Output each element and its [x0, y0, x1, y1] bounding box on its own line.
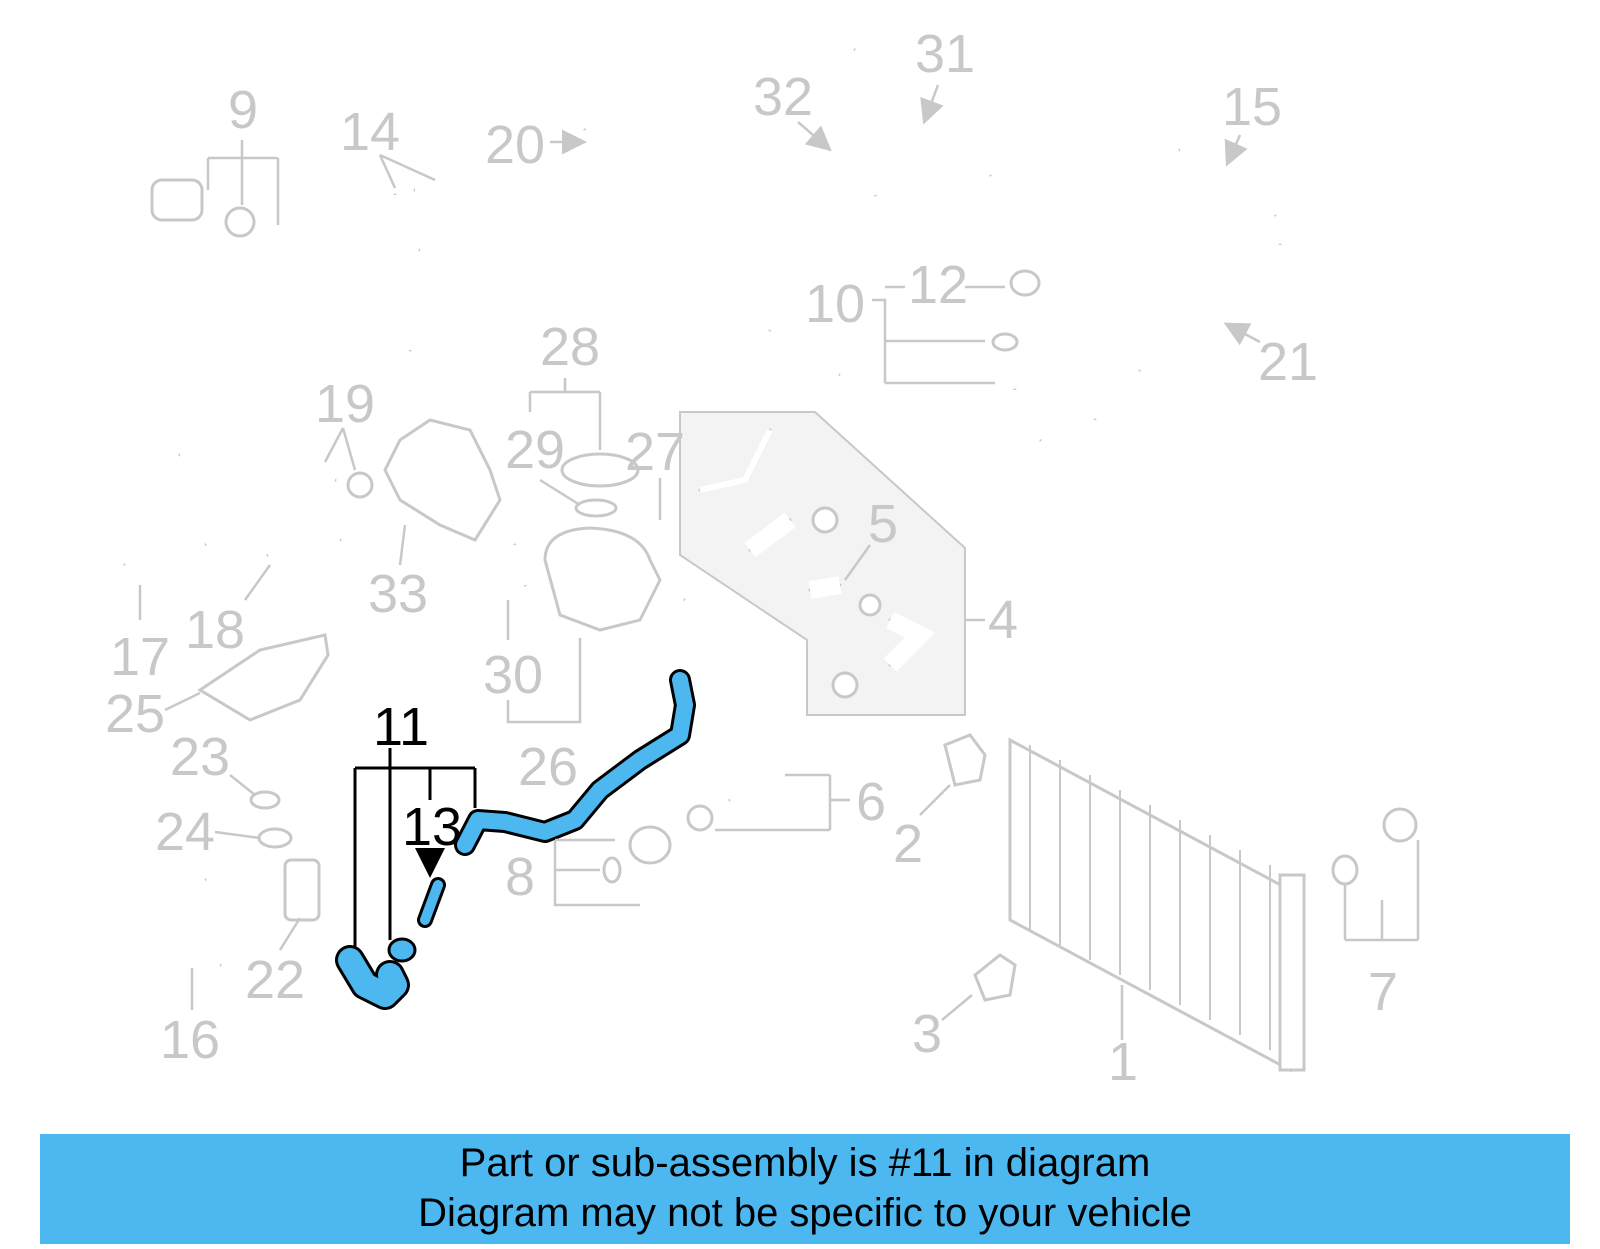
part-16-hose — [147, 874, 222, 971]
callout-15: 15 — [1222, 77, 1282, 137]
callout-29: 29 — [505, 420, 565, 480]
part-23-clamp — [249, 790, 281, 810]
part-31-pipe — [852, 46, 994, 177]
part-9-hose — [150, 178, 465, 330]
callout-11: 11 — [373, 697, 429, 757]
part-32-hose — [828, 146, 879, 197]
callout-31: 31 — [915, 24, 975, 84]
callout-32: 32 — [753, 67, 813, 127]
banner-line-2: Diagram may not be specific to your vehi… — [418, 1191, 1192, 1235]
part-11-hose-highlighted — [335, 669, 696, 1010]
part-19-pipe — [178, 445, 374, 499]
callout-16: 16 — [160, 1010, 220, 1070]
part-4-kit — [679, 411, 966, 716]
callout-labels: 1 2 3 4 5 6 7 8 9 10 11 12 13 14 15 16 1… — [105, 24, 1398, 1092]
part-6-hose — [678, 590, 788, 832]
callout-23: 23 — [170, 727, 230, 787]
part-28-cap — [560, 452, 640, 518]
callout-17: 17 — [110, 627, 170, 687]
part-20-bracket — [582, 128, 794, 332]
callout-19: 19 — [315, 374, 375, 434]
callout-13: 13 — [402, 797, 462, 857]
callout-21: 21 — [1258, 332, 1318, 392]
callout-14: 14 — [340, 102, 400, 162]
callout-4: 4 — [988, 590, 1018, 650]
part-3-mount — [973, 953, 1017, 1002]
leader-lines — [138, 84, 1420, 1040]
part-26-reservoir — [543, 526, 662, 632]
callout-7: 7 — [1368, 962, 1398, 1022]
part-17-hose — [123, 542, 207, 578]
callout-8: 8 — [505, 847, 535, 907]
part-25-shield — [197, 633, 330, 722]
part-10-hose — [833, 364, 1107, 498]
banner-line-1: Part or sub-assembly is #11 in diagram — [459, 1141, 1151, 1185]
callout-2: 2 — [893, 814, 923, 874]
part-24-clamp — [257, 827, 293, 849]
part-2-mount — [943, 733, 987, 787]
part-15-pipe — [1178, 146, 1279, 217]
callout-30: 30 — [483, 645, 543, 705]
part-8-connector — [602, 825, 672, 884]
part-21-pipe — [1136, 243, 1284, 372]
callout-18: 18 — [185, 600, 245, 660]
info-banner: Part or sub-assembly is #11 in diagram D… — [40, 1134, 1570, 1244]
part-14-pipe — [392, 187, 474, 352]
callout-6: 6 — [856, 772, 886, 832]
callout-10: 10 — [805, 274, 865, 334]
part-18-hose — [266, 537, 342, 558]
callout-27: 27 — [625, 422, 685, 482]
callout-24: 24 — [155, 802, 215, 862]
part-33-housing — [383, 418, 502, 542]
part-30-hose — [509, 543, 531, 587]
part-7-fitting — [1331, 807, 1418, 886]
callout-3: 3 — [912, 1004, 942, 1064]
callout-33: 33 — [368, 564, 428, 624]
callout-20: 20 — [485, 115, 545, 175]
callout-9: 9 — [228, 80, 258, 140]
part-12-connector — [991, 269, 1041, 352]
callout-12: 12 — [908, 255, 968, 315]
callout-25: 25 — [105, 684, 165, 744]
part-22-pump — [283, 858, 321, 922]
callout-5: 5 — [868, 494, 898, 554]
callout-22: 22 — [245, 950, 305, 1010]
callout-28: 28 — [540, 317, 600, 377]
part-1-radiator — [1008, 737, 1306, 1073]
callout-1: 1 — [1108, 1032, 1138, 1092]
callout-26: 26 — [518, 737, 578, 797]
